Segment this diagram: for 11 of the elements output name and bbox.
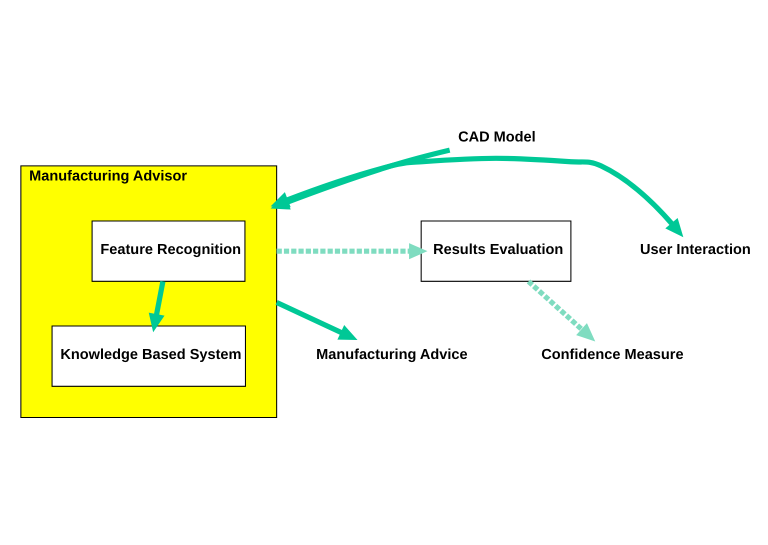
arrow <box>276 242 428 259</box>
node-text: Confidence Measure <box>541 346 684 362</box>
arrow <box>148 280 166 332</box>
arrow <box>276 300 358 340</box>
node-text: CAD Model <box>458 129 536 146</box>
node-text: Manufacturing Advice <box>316 346 468 362</box>
node-box: Results Evaluation <box>420 220 572 282</box>
node-text: User Interaction <box>640 241 751 258</box>
arrow <box>526 279 596 342</box>
node-box: Feature Recognition <box>92 220 246 282</box>
node-box: Knowledge Based System <box>52 325 246 386</box>
